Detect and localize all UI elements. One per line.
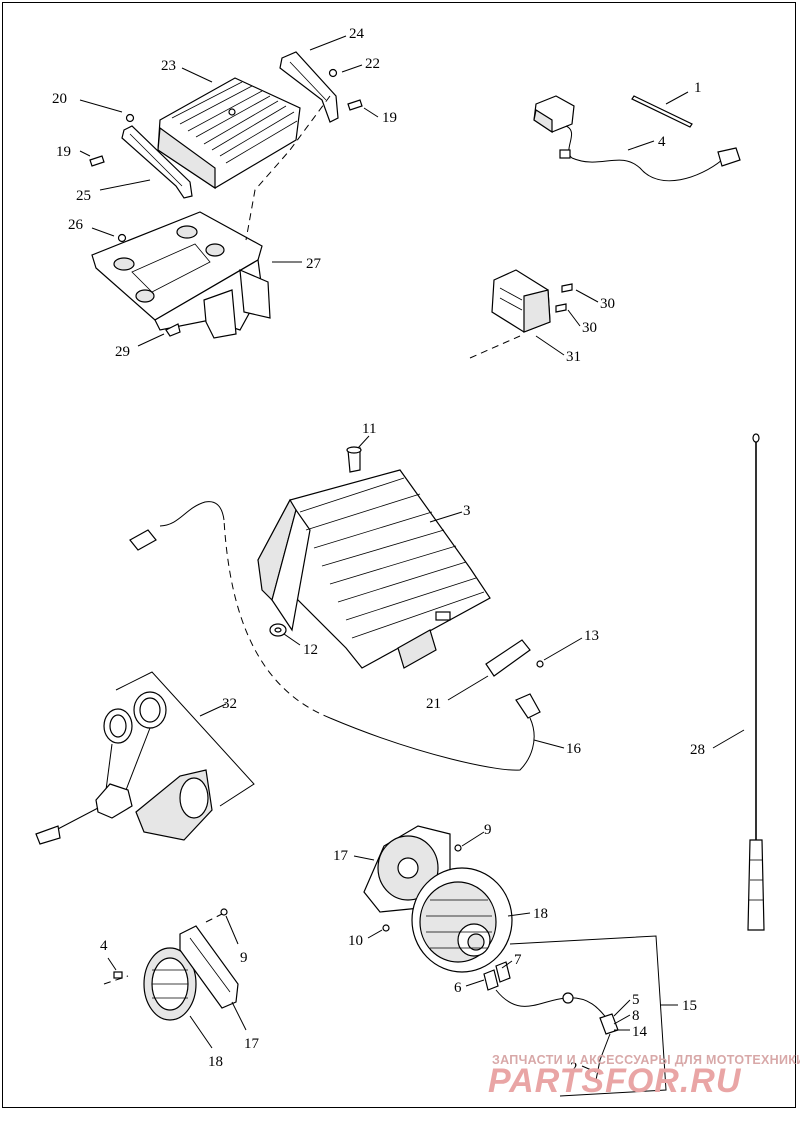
callout-23: 23 [161, 58, 176, 74]
callout-17-adapter: 17 [333, 848, 349, 864]
dashed-leader-31 [469, 335, 521, 359]
nut-12 [269, 623, 287, 637]
callout-30-upper: 30 [600, 296, 615, 312]
bracket-21 [485, 639, 531, 677]
screw-13 [536, 660, 544, 668]
screw-9-speaker [454, 844, 462, 852]
callout-19-right: 19 [382, 110, 397, 126]
callout-11: 11 [362, 421, 376, 437]
screw-11 [346, 446, 362, 473]
speaker-harness-15 [483, 961, 619, 1081]
callout-4-small: 4 [100, 938, 108, 954]
amplifier-module-23 [157, 77, 301, 190]
callout-19-left: 19 [56, 144, 71, 160]
callout-27: 27 [306, 256, 322, 272]
callout-16: 16 [566, 741, 582, 757]
callout-32: 32 [222, 696, 237, 712]
callout-2: 2 [570, 1060, 578, 1076]
screw-9-small [220, 908, 228, 916]
callout-30-lower: 30 [582, 320, 597, 336]
dashed-leader-speaker-left [103, 913, 223, 985]
screw-4-small [113, 971, 123, 979]
cable-16 [223, 519, 541, 771]
callout-29: 29 [115, 344, 130, 360]
callout-12: 12 [303, 642, 318, 658]
callout-10: 10 [348, 933, 363, 949]
callout-9-speaker: 9 [484, 822, 492, 838]
callout-20: 20 [52, 91, 67, 107]
receiver-module-31 [491, 269, 573, 333]
screw-10 [382, 924, 390, 932]
gps-antenna-4 [533, 95, 741, 182]
callout-6: 6 [454, 980, 462, 996]
speaker-18 [411, 867, 513, 973]
callout-15: 15 [682, 998, 697, 1014]
callout-18-speaker: 18 [533, 906, 548, 922]
callout-4-gps: 4 [658, 134, 666, 150]
callout-labels: 1 4 24 23 22 20 19 19 25 26 27 29 30 30 … [52, 26, 705, 1076]
callout-9-small: 9 [240, 950, 248, 966]
callout-21: 21 [426, 696, 441, 712]
bracket-lines-32 [115, 671, 255, 807]
headset-kit-32 [35, 691, 213, 845]
antenna-mast-28 [747, 433, 765, 931]
callout-13: 13 [584, 628, 599, 644]
callout-7: 7 [514, 952, 522, 968]
mounting-tray-27 [91, 211, 271, 339]
callout-31: 31 [566, 349, 581, 365]
callout-17-grille: 17 [244, 1036, 260, 1052]
callout-1: 1 [694, 80, 702, 96]
callout-28: 28 [690, 742, 705, 758]
leader-lines [79, 35, 745, 1073]
speaker-grille-17 [179, 925, 239, 1009]
callout-8: 8 [632, 1008, 640, 1024]
callout-24: 24 [349, 26, 365, 42]
cable-tie-1 [631, 95, 693, 128]
small-speaker-18 [143, 947, 197, 1021]
bracket-24 [279, 51, 339, 123]
diagram-frame [2, 2, 796, 1108]
callout-18-small: 18 [208, 1054, 223, 1070]
dashed-leader-23-27 [245, 95, 331, 241]
bracket-25 [121, 125, 193, 199]
antenna-lead-connector [129, 501, 225, 551]
screws-19-20-22-26-29 [89, 68, 363, 337]
callout-3: 3 [463, 503, 471, 519]
bracket-lines-15 [509, 935, 667, 1097]
callout-5: 5 [632, 992, 640, 1008]
callout-14: 14 [632, 1024, 648, 1040]
callout-22: 22 [365, 56, 380, 72]
callout-25: 25 [76, 188, 91, 204]
callout-26: 26 [68, 217, 84, 233]
radio-head-unit-3 [257, 469, 491, 669]
